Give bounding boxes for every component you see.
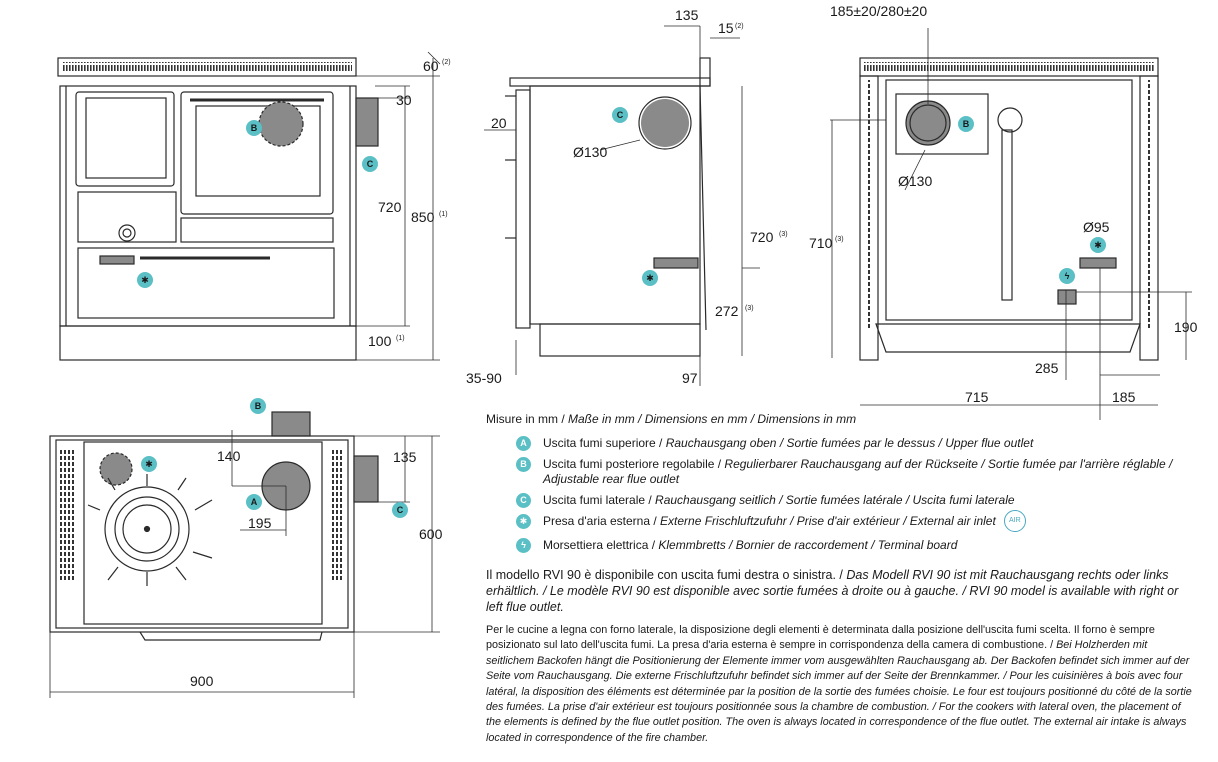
side-dim-35-90: 35-90 — [466, 370, 502, 386]
side-dim-135: 135 — [675, 7, 699, 23]
legend-item-a: A Uscita fumi superiore / Rauchausgang o… — [486, 436, 1198, 451]
svg-text:ϟ: ϟ — [1065, 271, 1070, 281]
front-dim-720: 720 — [378, 199, 402, 215]
marker-air-front: ✱ — [137, 272, 153, 288]
legend: Misure in mm / Maße in mm / Dimensions e… — [486, 412, 1198, 559]
svg-text:(1): (1) — [396, 335, 405, 342]
side-view — [484, 25, 760, 386]
badge-a: A — [516, 436, 531, 451]
back-dim-185-280: 185±20/280±20 — [830, 3, 927, 19]
svg-text:C: C — [397, 505, 404, 515]
badge-c: C — [516, 493, 531, 508]
side-dim-15: 15 — [718, 20, 734, 36]
marker-c-front: C — [362, 156, 378, 172]
top-dim-135: 135 — [393, 449, 417, 465]
back-dim-285: 285 — [1035, 360, 1059, 376]
svg-text:A: A — [251, 497, 258, 507]
marker-a-top: A — [246, 494, 262, 510]
marker-b-front: B — [246, 120, 262, 136]
layout-note: Per le cucine a legna con forno laterale… — [486, 624, 1192, 744]
badge-b: B — [516, 457, 531, 472]
svg-text:(1): (1) — [439, 211, 448, 218]
front-view — [57, 51, 441, 361]
top-dim-600: 600 — [419, 526, 443, 542]
front-dim-100: 100 — [368, 333, 392, 349]
model-note: Il modello RVI 90 è disponibile con usci… — [486, 568, 1179, 614]
back-dim-185: 185 — [1112, 389, 1136, 405]
legend-item-air: ✱ Presa d'aria esterna / Externe Frischl… — [486, 510, 1198, 532]
svg-text:(3): (3) — [835, 236, 844, 243]
svg-text:(3): (3) — [779, 231, 788, 238]
marker-power-back: ϟ — [1059, 268, 1075, 284]
top-dim-900: 900 — [190, 673, 214, 689]
svg-text:(2): (2) — [735, 23, 744, 30]
marker-b-back: B — [958, 116, 974, 132]
front-dim-60: 60 — [423, 58, 439, 74]
back-dia-95: Ø95 — [1083, 219, 1110, 235]
side-dim-20: 20 — [491, 115, 507, 131]
marker-c-top: C — [392, 502, 408, 518]
back-view — [830, 28, 1192, 420]
svg-text:B: B — [963, 119, 970, 129]
svg-text:C: C — [367, 159, 374, 169]
svg-text:C: C — [617, 110, 624, 120]
svg-text:✱: ✱ — [1094, 240, 1102, 250]
back-dim-715: 715 — [965, 389, 989, 405]
side-dia-130: Ø130 — [573, 144, 607, 160]
svg-text:(3): (3) — [745, 305, 754, 312]
svg-text:✱: ✱ — [141, 275, 149, 285]
svg-text:B: B — [255, 401, 262, 411]
side-dim-272: 272 — [715, 303, 739, 319]
side-dim-720: 720 — [750, 229, 774, 245]
marker-c-side: C — [612, 107, 628, 123]
markers: B C ✱ C ✱ B ✱ ϟ B ✱ A C — [137, 107, 1106, 518]
back-dim-190: 190 — [1174, 319, 1198, 335]
top-dim-140: 140 — [217, 448, 241, 464]
legend-item-b: B Uscita fumi posteriore regolabile / Re… — [486, 457, 1198, 487]
marker-air-top: ✱ — [141, 456, 157, 472]
front-dim-850: 850 — [411, 209, 435, 225]
marker-air-back: ✱ — [1090, 237, 1106, 253]
top-view — [49, 411, 440, 698]
marker-b-top: B — [250, 398, 266, 414]
svg-text:✱: ✱ — [646, 273, 654, 283]
legend-item-c: C Uscita fumi laterale / Rauchausgang se… — [486, 493, 1198, 508]
svg-text:(2): (2) — [442, 59, 451, 66]
side-dim-97: 97 — [682, 370, 698, 386]
air-icon: AIR — [1003, 510, 1026, 532]
badge-air: ✱ — [516, 514, 531, 529]
marker-air-side: ✱ — [642, 270, 658, 286]
back-dia-130: Ø130 — [898, 173, 932, 189]
svg-text:B: B — [251, 123, 258, 133]
badge-power: ϟ — [516, 538, 531, 553]
top-dim-195: 195 — [248, 515, 272, 531]
back-dim-710: 710 — [809, 235, 833, 251]
front-dim-30: 30 — [396, 92, 412, 108]
legend-item-power: ϟ Morsettiera elettrica / Klemmbretts / … — [486, 538, 1198, 553]
svg-text:✱: ✱ — [145, 459, 153, 469]
units-note: Misure in mm / Maße in mm / Dimensions e… — [486, 412, 857, 426]
